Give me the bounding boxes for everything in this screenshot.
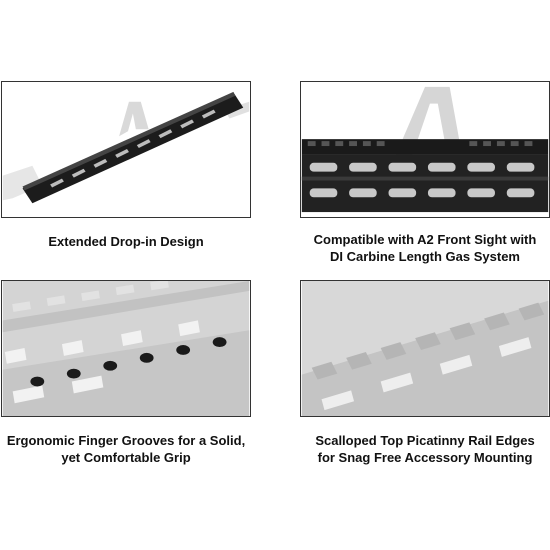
front-sight-compat-image — [301, 82, 549, 217]
handguard-side-view-image — [2, 82, 250, 217]
caption-extended-drop-in: Extended Drop-in Design — [1, 233, 251, 250]
finger-grooves-image — [2, 281, 250, 416]
picatinny-rail-image — [301, 281, 549, 416]
photo-extended-handguard — [1, 81, 251, 218]
caption-scalloped-rail: Scalloped Top Picatinny Rail Edges for S… — [300, 432, 550, 466]
photo-finger-grooves — [1, 280, 251, 417]
photo-picatinny-rail — [300, 280, 550, 417]
caption-line: Ergonomic Finger Grooves for a Solid, — [6, 433, 246, 448]
caption-line: Extended Drop-in Design — [48, 234, 204, 249]
caption-a2-compatible: Compatible with A2 Front Sight with DI C… — [300, 231, 550, 265]
caption-line: yet Comfortable Grip — [61, 450, 191, 465]
caption-line: Scalloped Top Picatinny Rail Edges — [315, 433, 535, 448]
caption-finger-grooves: Ergonomic Finger Grooves for a Solid, ye… — [1, 432, 251, 466]
caption-line: for Snag Free Accessory Mounting — [317, 450, 533, 465]
caption-line: Compatible with A2 Front Sight with — [313, 232, 537, 247]
caption-line: DI Carbine Length Gas System — [330, 249, 520, 264]
photo-a2-front-sight — [300, 81, 550, 218]
